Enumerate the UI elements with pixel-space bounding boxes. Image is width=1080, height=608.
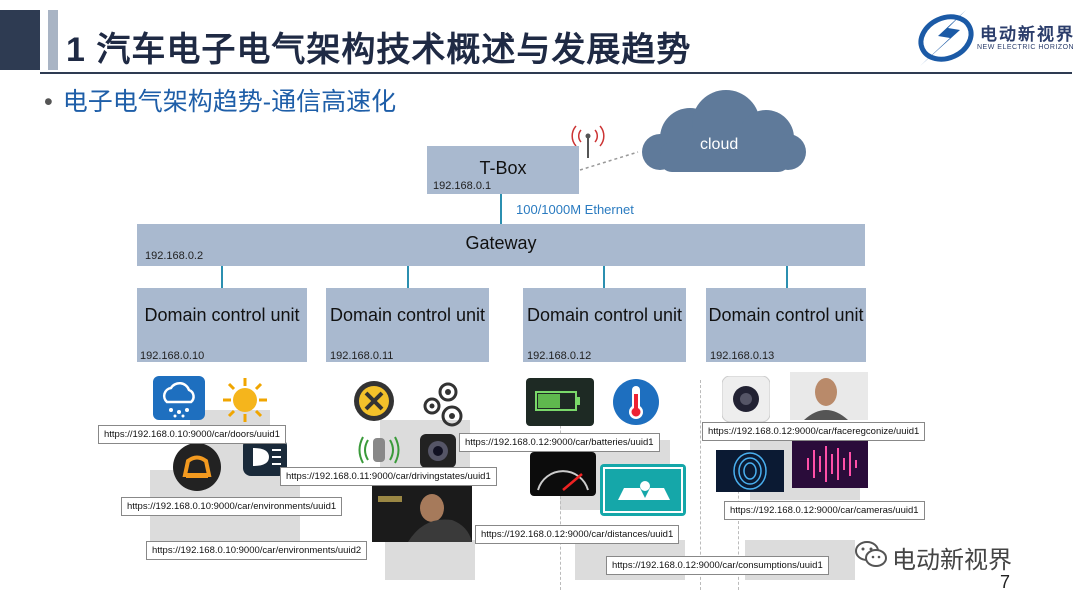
tbox-ip: 192.168.0.1 — [433, 180, 492, 192]
url-label: https://192.168.0.10:9000/car/doors/uuid… — [98, 425, 286, 444]
camera-lens-icon — [420, 434, 456, 468]
dcu-node-2 — [326, 288, 489, 362]
divider-line — [738, 450, 739, 590]
face-photo-icon — [790, 372, 868, 420]
url-label: https://192.168.0.12:9000/car/distances/… — [475, 525, 680, 544]
dcu-node-4 — [706, 288, 866, 362]
tbox-node — [427, 146, 579, 194]
page-number: 7 — [1000, 572, 1011, 592]
divider-line — [700, 380, 701, 590]
tbox-label: T-Box — [479, 158, 527, 178]
url-label: https://192.168.0.10:9000/car/environmen… — [121, 497, 343, 516]
stack-shadow — [385, 540, 475, 580]
wireless-link-line — [579, 151, 639, 171]
logo-text-en: NEW ELECTRIC HORIZON — [977, 44, 1075, 51]
url-label: https://192.168.0.12:9000/car/batteries/… — [459, 433, 660, 452]
dcu-ip-2: 192.168.0.11 — [330, 350, 394, 362]
collision-warning-icon — [600, 464, 686, 516]
gateway-dcu-link — [407, 266, 409, 288]
dcu-ip-4: 192.168.0.13 — [710, 350, 775, 362]
gateway-node — [137, 224, 865, 266]
fingerprint-icon — [716, 450, 784, 492]
antenna-icon — [571, 125, 605, 158]
gears-icon — [423, 382, 463, 427]
url-label: https://192.168.0.12:9000/car/faceregcon… — [702, 422, 926, 441]
url-label: https://192.168.0.10:9000/car/environmen… — [146, 541, 368, 560]
dcu-label-3: Domain control unit — [526, 305, 683, 325]
speedometer-icon — [530, 452, 596, 496]
dcu-label-1: Domain control unit — [144, 305, 300, 325]
title-accent-bar — [0, 10, 40, 70]
dcu-label-4: Domain control unit — [708, 305, 864, 325]
cloud-icon — [642, 90, 806, 172]
dcu-ip-3: 192.168.0.12 — [527, 350, 592, 362]
url-label: https://192.168.0.11:9000/car/drivingsta… — [280, 467, 497, 486]
driver-photo-icon — [372, 486, 472, 542]
dcu-node-1 — [137, 288, 307, 362]
parking-sensor-icon — [358, 436, 400, 464]
logo-text-cn: 电动新视界 — [980, 25, 1075, 44]
dcu-label-2: Domain control unit — [329, 305, 486, 325]
sound-wave-icon — [792, 440, 868, 488]
battery-screen-icon — [526, 378, 594, 426]
gateway-dcu-link — [786, 266, 788, 288]
tbox-gateway-link — [500, 194, 502, 224]
camera-icon — [722, 376, 770, 422]
title-accent-bar-light — [48, 10, 58, 70]
gateway-dcu-link — [603, 266, 605, 288]
wechat-icon — [855, 541, 887, 567]
car-door-icon — [173, 443, 221, 491]
wechat-account-label: 电动新视界 — [892, 547, 1012, 574]
url-label: https://192.168.0.12:9000/car/consumptio… — [606, 556, 829, 575]
gateway-label: Gateway — [465, 233, 537, 253]
slide-title: 1 汽车电子电气架构技术概述与发展趋势 — [66, 31, 692, 69]
cloud-label: cloud — [700, 136, 739, 153]
tools-icon — [354, 381, 394, 421]
ethernet-label: 100/1000M Ethernet — [516, 202, 634, 217]
thermometer-icon — [613, 379, 659, 425]
slide-bullet: • 电子电气架构趋势-通信高速化 — [44, 82, 396, 118]
lightning-logo-icon — [918, 10, 974, 66]
dcu-node-3 — [523, 288, 686, 362]
bullet-text: 电子电气架构趋势-通信高速化 — [62, 88, 397, 116]
gateway-dcu-link — [221, 266, 223, 288]
brand-logo — [908, 6, 1076, 68]
title-divider — [40, 72, 1072, 74]
gateway-ip: 192.168.0.2 — [145, 250, 204, 262]
rain-cloud-icon — [153, 376, 205, 420]
sun-icon — [223, 378, 267, 422]
bullet-dot: • — [44, 88, 53, 116]
dcu-ip-1: 192.168.0.10 — [140, 350, 205, 362]
headlight-icon — [243, 438, 287, 476]
url-label: https://192.168.0.12:9000/car/cameras/uu… — [724, 501, 925, 520]
